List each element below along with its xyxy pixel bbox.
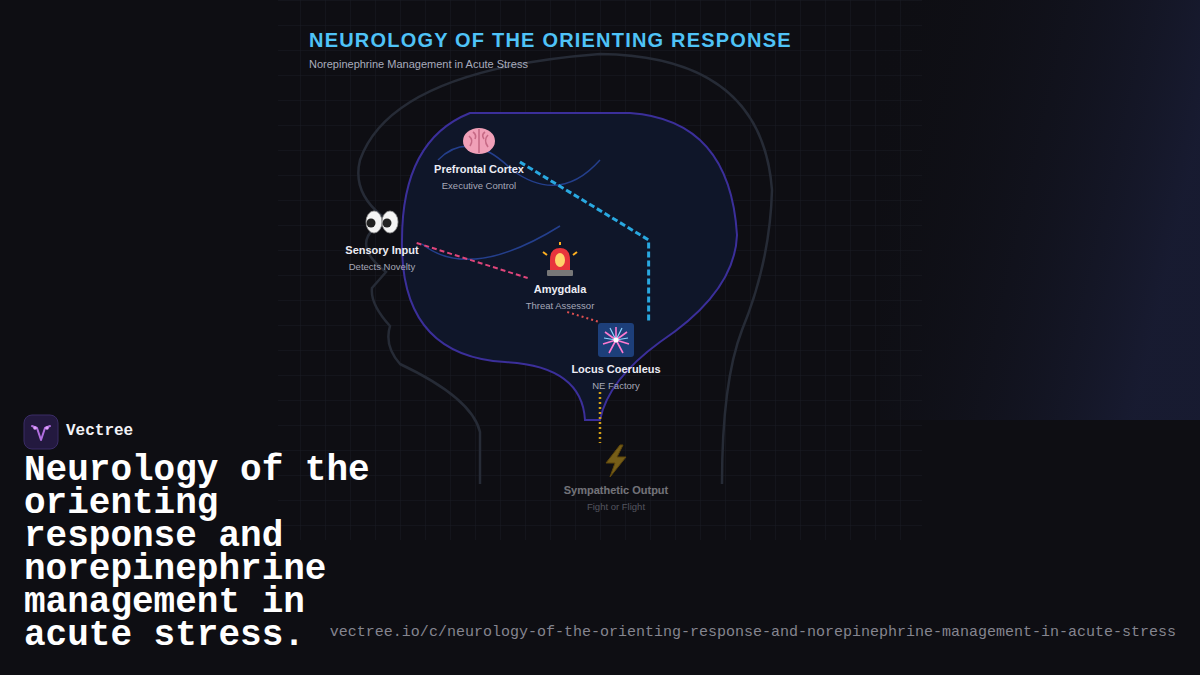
brain-fold [422, 226, 560, 259]
region-node: Prefrontal CortexExecutive Control [432, 122, 526, 192]
region-node: AmygdalaThreat Assessor [524, 242, 597, 312]
node-title: Sensory Input [345, 244, 418, 257]
node-subtitle: Fight or Flight [587, 501, 645, 513]
node-title: Amygdala [534, 283, 587, 296]
node-icon [460, 122, 498, 158]
node-icon [541, 242, 579, 278]
grid [278, 0, 922, 540]
node-icon [363, 203, 401, 239]
node-icon [597, 322, 635, 358]
logo-mark [32, 426, 50, 440]
logo-dot [33, 426, 37, 430]
connector [599, 392, 600, 443]
subtitle: Norepinephrine Management in Acute Stres… [309, 58, 528, 70]
diagram-title: NEUROLOGY OF THE ORIENTING RESPONSE [309, 29, 792, 52]
logo-badge [24, 415, 58, 449]
node-subtitle: NE Factory [592, 380, 640, 392]
node-subtitle: Threat Assessor [526, 300, 595, 312]
logo-dot [45, 426, 49, 430]
connector [417, 243, 528, 278]
connector [520, 162, 649, 322]
node-title: Sympathetic Output [564, 484, 669, 497]
headline: Neurology of the orienting response and … [24, 454, 396, 652]
page-url: vectree.io/c/neurology-of-the-orienting-… [330, 624, 1176, 641]
node-subtitle: Detects Novelty [349, 261, 416, 273]
node-title: Prefrontal Cortex [434, 163, 524, 176]
brain-outline [402, 113, 737, 420]
node-icon [597, 443, 635, 479]
node-subtitle: Executive Control [442, 180, 516, 192]
head-outline [358, 54, 772, 484]
connector [567, 312, 599, 322]
node-title: Locus Coeruleus [571, 363, 660, 376]
brand-name: Vectree [66, 422, 133, 440]
output-node: Sympathetic OutputFight or Flight [562, 443, 671, 513]
input-node: Sensory InputDetects Novelty [343, 203, 420, 273]
nucleus-node: Locus Coeruleus NE Factory [569, 322, 662, 392]
